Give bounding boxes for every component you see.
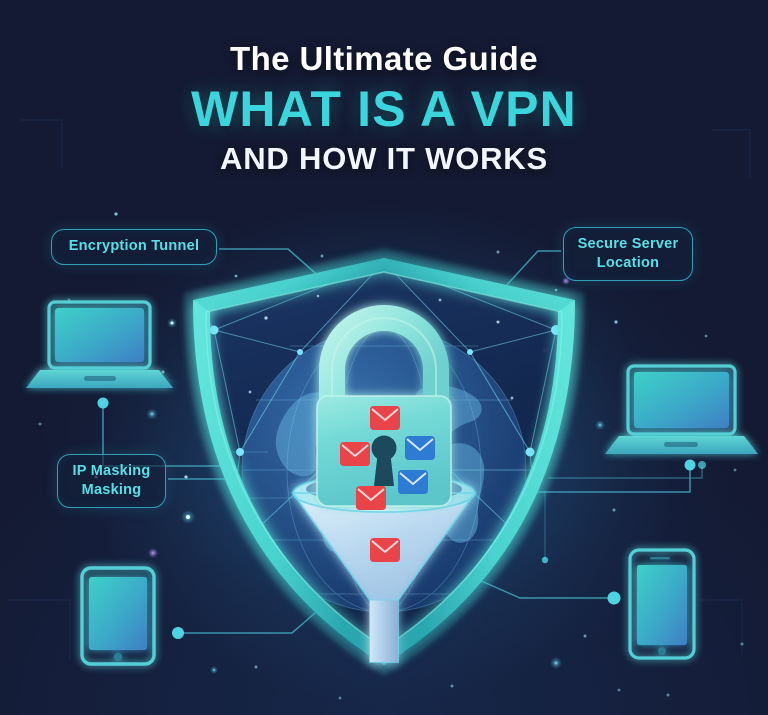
callout-secure-server-location[interactable]: Secure Server Location bbox=[563, 227, 693, 282]
laptop-right-icon bbox=[605, 364, 758, 454]
padlock bbox=[316, 305, 452, 507]
title-block: The Ultimate Guide WHAT IS A VPN AND HOW… bbox=[0, 40, 768, 177]
wire-laptop-right bbox=[530, 465, 691, 493]
envelope-icons bbox=[340, 406, 435, 562]
page-title: WHAT IS A VPN bbox=[191, 80, 577, 137]
phone-right-icon bbox=[628, 548, 696, 660]
wire-laptop-right-b bbox=[548, 465, 703, 479]
envelope-blue-upper bbox=[405, 436, 435, 460]
callout-ip-masking[interactable]: IP Masking Masking bbox=[57, 454, 166, 509]
shield-halo bbox=[183, 248, 585, 677]
laptop-left-icon bbox=[26, 300, 173, 388]
tablet-left-icon bbox=[80, 566, 156, 666]
wire-secure-server bbox=[503, 250, 561, 289]
callout-encryption-tunnel[interactable]: Encryption Tunnel bbox=[51, 229, 217, 265]
envelope-red-inside bbox=[370, 538, 400, 562]
title-eyebrow: The Ultimate Guide bbox=[230, 40, 538, 77]
envelope-red-top bbox=[370, 406, 400, 430]
envelope-blue-lower bbox=[398, 470, 428, 494]
title-subtitle: AND HOW IT WORKS bbox=[220, 140, 548, 176]
envelope-red-rim bbox=[356, 486, 386, 510]
envelope-red-left bbox=[340, 442, 370, 466]
